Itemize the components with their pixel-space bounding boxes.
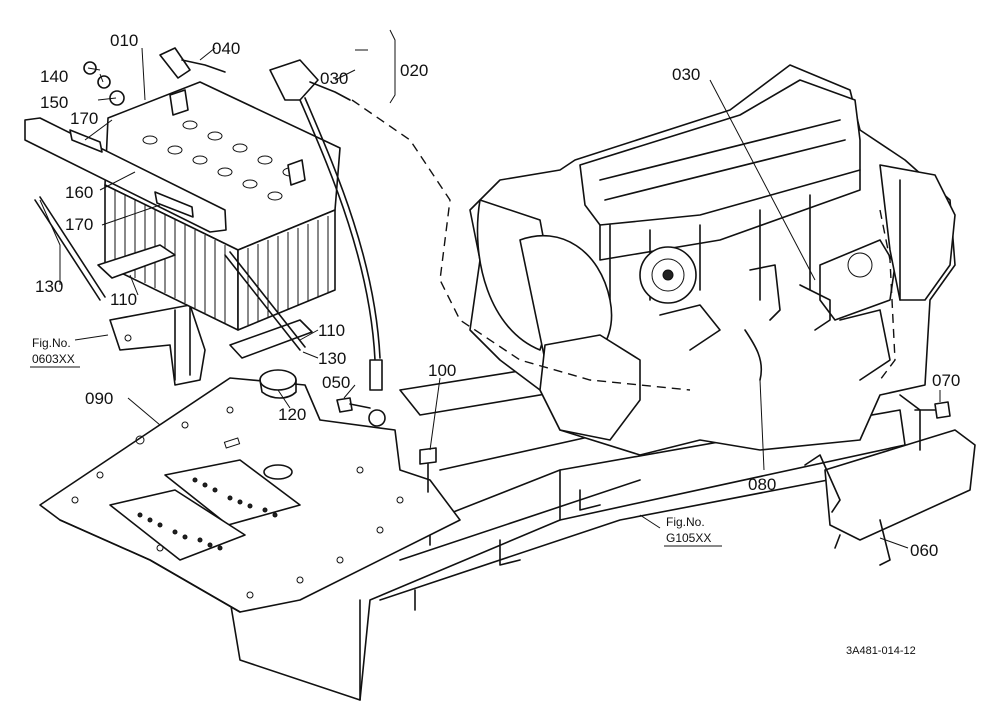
grip-dots xyxy=(137,477,278,551)
floor-plate xyxy=(39,377,461,613)
engine-assembly xyxy=(469,64,956,456)
drawing-code: 3A481-014-12 xyxy=(846,645,916,657)
label-150: 150 xyxy=(40,93,68,112)
label-070: 070 xyxy=(932,371,960,390)
figure-references: Fig.No. 0603XX Fig.No. G105XX xyxy=(30,336,722,547)
nuts-washers xyxy=(83,61,125,106)
ref-0603-line2: 0603XX xyxy=(32,352,75,366)
hold-down-rods xyxy=(34,196,306,351)
label-040: 040 xyxy=(212,39,240,58)
label-110-right: 110 xyxy=(318,321,345,340)
label-030-upper: 030 xyxy=(320,69,348,88)
ref-0603-line1: Fig.No. xyxy=(32,336,71,350)
label-130-left: 130 xyxy=(35,277,63,296)
label-170-lower: 170 xyxy=(65,215,93,234)
part-labels: 010 040 030 020 030 140 150 170 160 170 … xyxy=(35,31,960,560)
label-010: 010 xyxy=(110,31,138,50)
label-140: 140 xyxy=(40,67,68,86)
label-050: 050 xyxy=(322,373,350,392)
label-030-engine: 030 xyxy=(672,65,700,84)
leader-lines xyxy=(39,29,941,549)
battery xyxy=(104,81,341,331)
label-060: 060 xyxy=(910,541,938,560)
battery-cables xyxy=(159,47,896,427)
label-020: 020 xyxy=(400,61,428,80)
ref-g105-line1: Fig.No. xyxy=(666,515,705,529)
label-090: 090 xyxy=(85,389,113,408)
label-170-upper: 170 xyxy=(70,109,98,128)
battery-hold-down xyxy=(24,117,227,233)
small-parts xyxy=(259,369,951,493)
label-130-right: 130 xyxy=(318,349,346,368)
cover-060 xyxy=(804,394,976,566)
ref-g105-line2: G105XX xyxy=(666,531,711,545)
label-080: 080 xyxy=(748,475,776,494)
label-100: 100 xyxy=(428,361,456,380)
label-110-left: 110 xyxy=(110,290,137,309)
label-160: 160 xyxy=(65,183,93,202)
battery-support-bracket xyxy=(109,304,206,386)
label-120: 120 xyxy=(278,405,306,424)
